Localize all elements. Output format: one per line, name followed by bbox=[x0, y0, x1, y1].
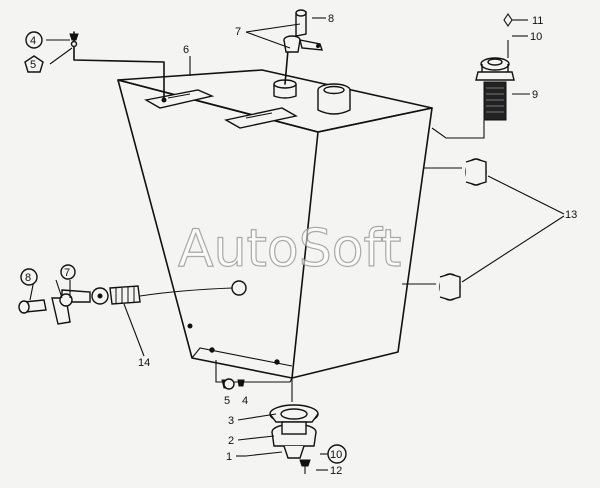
mounting-brackets bbox=[144, 89, 298, 129]
fuel-strainer bbox=[431, 13, 515, 139]
filler-neck bbox=[317, 83, 351, 115]
outlet-port bbox=[231, 280, 247, 296]
callout-8-left: 8 bbox=[25, 272, 31, 284]
callout-7-top: 7 bbox=[235, 26, 241, 38]
callout-10-top: 10 bbox=[530, 31, 542, 43]
callout-5-top: 5 bbox=[30, 59, 36, 71]
callout-10-bottom: 10 bbox=[330, 449, 342, 461]
callout-4-top: 4 bbox=[30, 35, 36, 47]
callout-2: 2 bbox=[228, 435, 234, 447]
part-callouts: 4 5 6 7 8 11 10 9 13 8 7 14 5 4 3 2 1 10… bbox=[25, 13, 577, 477]
top-valve-assembly bbox=[283, 9, 324, 85]
upper-bolt bbox=[69, 31, 167, 103]
drain-assembly bbox=[215, 360, 319, 474]
callout-6: 6 bbox=[183, 44, 189, 56]
callout-markers bbox=[20, 31, 347, 464]
callout-7-left: 7 bbox=[64, 267, 70, 279]
callout-13: 13 bbox=[565, 209, 577, 221]
callout-8-top: 8 bbox=[328, 13, 334, 25]
callout-12: 12 bbox=[330, 465, 342, 477]
callout-3: 3 bbox=[228, 415, 234, 427]
outlet-hose-assembly bbox=[18, 285, 233, 357]
mounting-clamps bbox=[402, 158, 565, 301]
callout-5-bottom: 5 bbox=[224, 395, 230, 407]
callout-11: 11 bbox=[532, 15, 543, 27]
callout-14: 14 bbox=[138, 357, 150, 369]
callout-1: 1 bbox=[226, 451, 232, 463]
autosoft-watermark: AutoSoft bbox=[178, 219, 401, 279]
callout-4-bottom: 4 bbox=[242, 395, 248, 407]
callout-9: 9 bbox=[532, 89, 538, 101]
